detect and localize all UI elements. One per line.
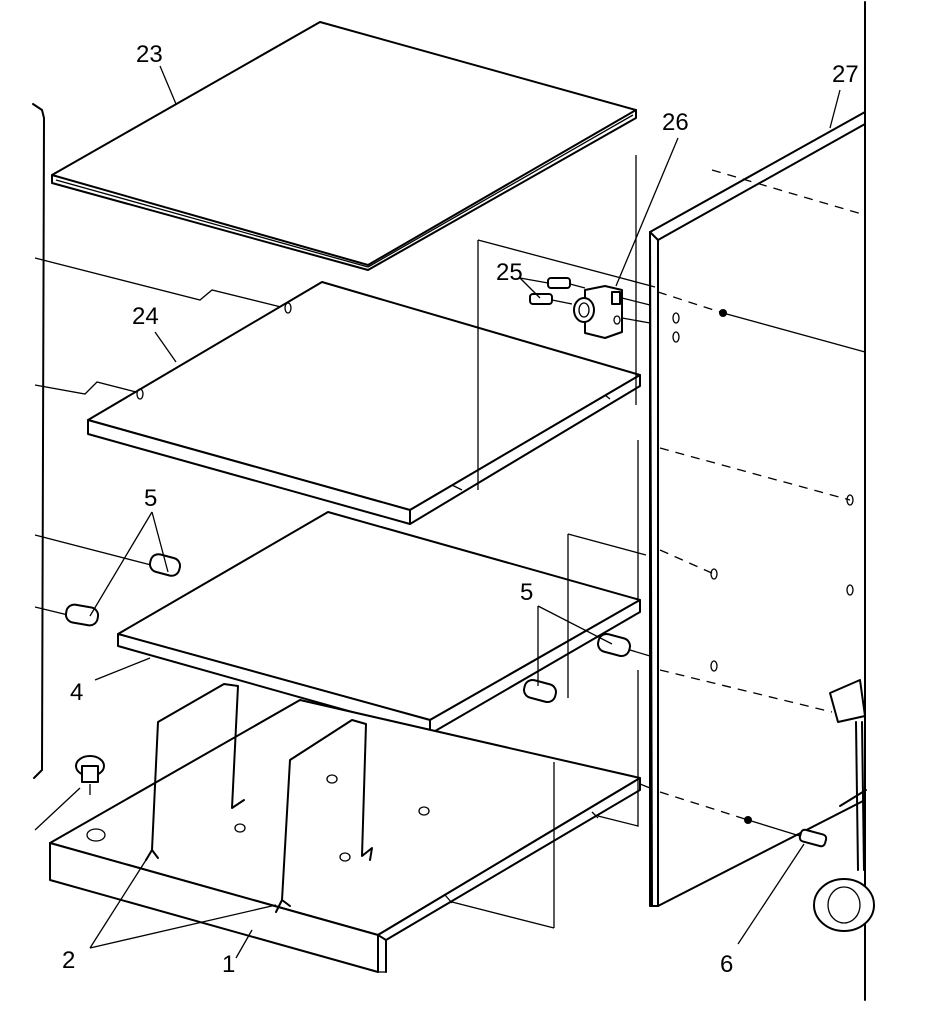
leader-25 [519,277,549,284]
callout-23: 23 [136,41,163,68]
leader-4 [94,657,151,681]
leader-24 [154,331,177,363]
projection-line [711,169,866,216]
callout-4: 4 [70,679,83,706]
callout-25: 25 [496,259,523,286]
part-4-shelf [117,511,641,735]
leader-25 [519,277,541,299]
guide-line [597,670,639,827]
part-1-base [49,699,641,973]
part-25-screw [529,277,586,305]
callout-27: 27 [832,61,859,88]
guide-line [477,239,656,288]
leader-23 [159,65,177,105]
leader-6 [737,843,805,945]
frame-edge-left [32,103,45,779]
projection-line [747,819,801,837]
leveler-foot [75,755,105,795]
leader-2 [89,904,277,949]
guide-line [567,533,647,556]
callout-6: 6 [720,951,733,978]
leader-line [34,257,286,309]
leader-line [34,787,81,831]
part-23-top-panel [51,21,637,271]
part-26-lock [573,285,623,339]
callout-2: 2 [62,947,75,974]
callout-5-left: 5 [144,485,157,512]
callout-5-right: 5 [520,579,533,606]
callout-24: 24 [132,303,159,330]
part-2-wire-divider [145,683,373,913]
leader-26 [615,137,679,287]
projection-line [659,447,851,501]
projection-line [659,549,715,575]
projection-line [657,291,724,314]
leader-line [34,381,141,395]
projection-line [722,312,866,353]
leader-27 [829,89,841,129]
part-6-screw [798,828,828,848]
part-27-side-panel [649,111,866,907]
leader-2 [89,859,147,949]
projection-line [659,669,833,713]
part-24-shelf [87,281,641,525]
leader-line [34,606,69,616]
part-5-shelf-pin [64,553,631,704]
leader-5 [151,511,169,573]
guide-line [451,901,555,929]
leader-5 [537,605,613,645]
leader-line [34,534,156,567]
leader-1 [235,929,253,959]
leader-line [629,649,651,657]
callout-26: 26 [662,109,689,136]
leader-5 [89,511,153,617]
callout-1: 1 [222,951,235,978]
guide-line [639,783,651,789]
caster [813,679,875,932]
